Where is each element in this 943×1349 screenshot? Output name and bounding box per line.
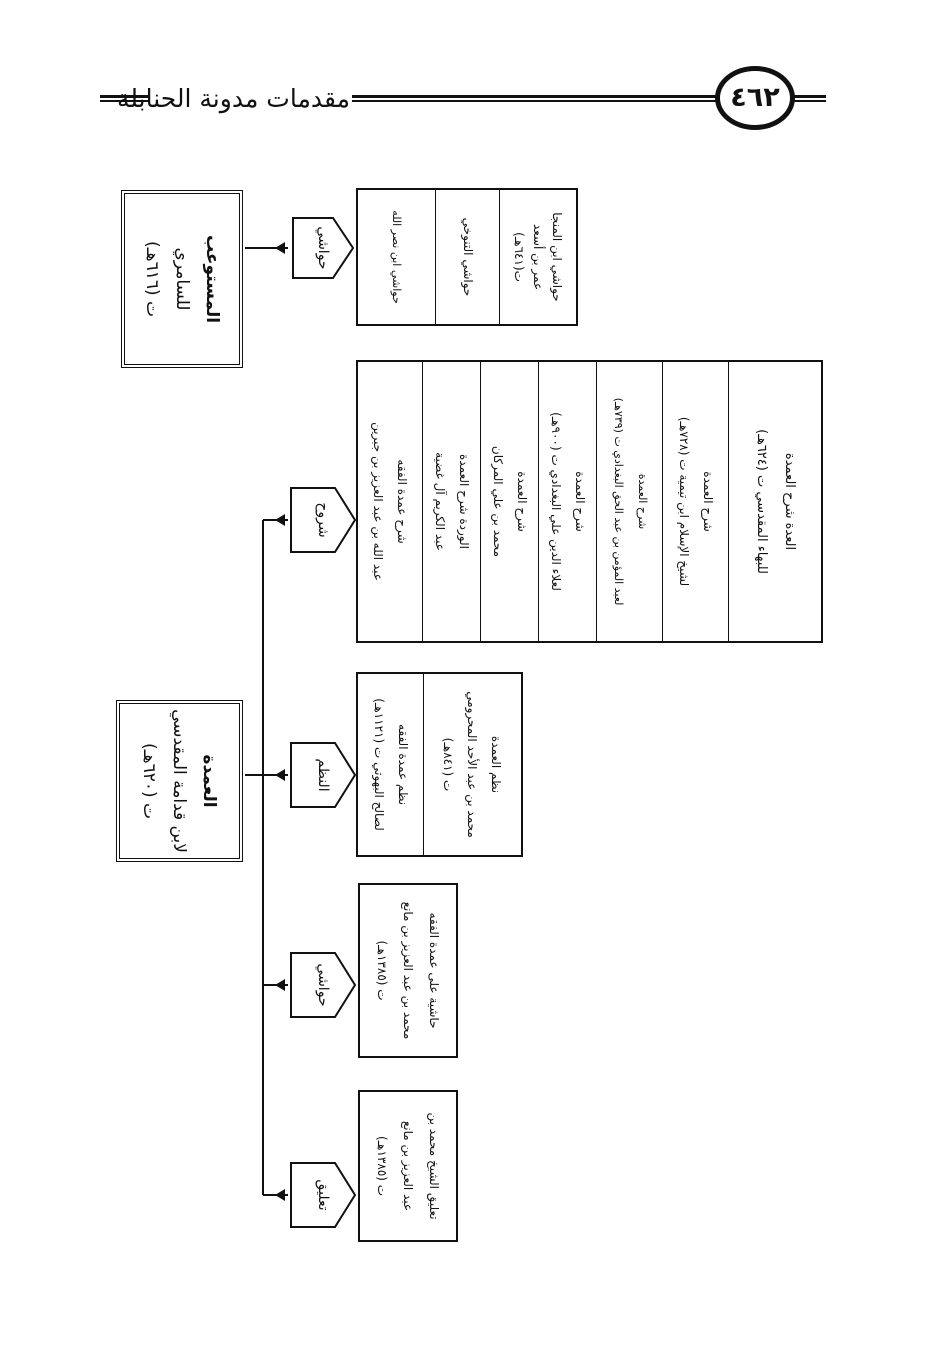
list-item: ت(٦٤١هـ) — [512, 232, 527, 282]
box-nazm: نظم العمدة محمد بن عبد الأحد المحرومي ت … — [356, 672, 523, 857]
list-item: حواشي ابن المنجا — [550, 212, 565, 302]
box-hawashi: حاشية على عمدة الفقه محمد بن عبد العزيز … — [358, 883, 458, 1058]
box-taliq: تعليق الشيخ محمد بن عبد العزيز بن مانع ت… — [358, 1090, 458, 1242]
list-item: تعليق الشيخ محمد بن — [427, 1112, 441, 1220]
arrow-label-taliq: تعليق — [315, 1179, 331, 1211]
list-item: لعلاء الدين علي البغدادي ت (٩٠٠هـ) — [549, 412, 563, 591]
list-item: شرح العمدة — [636, 473, 649, 530]
list-item: حاشية على عمدة الفقه — [427, 912, 441, 1029]
list-item: العدة شرح العمدة — [782, 452, 797, 551]
list-item: للبهاء المقدسي ت (٦٢٤هـ) — [754, 429, 769, 574]
list-item: لعبد المؤمن بن عبد الحق البغدادي ت (٧٣٩ه… — [612, 397, 625, 606]
list-item: ت (١٣٨٥هـ) — [375, 940, 389, 1001]
root-author: للسامري — [172, 247, 192, 311]
chevron-hawashi-top-icon — [292, 217, 355, 279]
list-item: عبد العزيز بن مانع — [401, 1120, 415, 1212]
list-item: شرح العمدة — [573, 471, 587, 532]
list-item: محمد بن عبد الأحد المحرومي — [465, 691, 480, 838]
arrow-label-hawashi: حواشي — [315, 963, 331, 1007]
list-item: عبد الكريم آل غضية — [433, 452, 447, 551]
root-date: ت (٦٢٠هـ) — [139, 742, 160, 820]
header-rule-middle — [352, 100, 718, 102]
root-author: لابن قدامة المقدسي — [169, 709, 190, 853]
root-title: العمدة — [199, 754, 220, 808]
list-item: محمد بن علي المركان — [491, 445, 505, 558]
list-item: عمر بن أسعد — [531, 223, 546, 291]
list-item: شرح العمدة — [701, 471, 715, 532]
list-item: ت (٨٤١هـ) — [441, 737, 456, 792]
root-date: ت (٦١٦هـ) — [142, 240, 162, 318]
chevron-taliq-icon — [290, 1162, 357, 1228]
root-title: المستوعب — [202, 234, 222, 324]
list-item: عبد الله بن عبد العزيز بن جبرين — [371, 422, 386, 581]
arrow-label-nazm: النظم — [315, 758, 331, 792]
arrow-label-hawashi-top: حواشي — [315, 226, 331, 270]
arrow-label-shuruh: شروح — [315, 502, 331, 538]
header-rule-left — [100, 100, 148, 102]
list-item: محمد بن عبد العزيز بن مانع — [401, 901, 415, 1040]
list-item: حواشي التنوخي — [461, 217, 476, 297]
list-item: شرح العمدة — [515, 471, 529, 532]
box-hawashi-top: حواشي ابن المنجا عمر بن أسعد ت(٦٤١هـ) حو… — [356, 188, 578, 326]
running-header-title: مقدمات مدونة الحنابلة — [117, 82, 350, 116]
list-item: لصالح البهوتي ت (١١٢١هـ) — [372, 698, 386, 831]
chevron-hawashi-icon — [290, 952, 357, 1018]
list-item: حواشي ابن نصر الله — [390, 210, 404, 304]
header-rule-middle — [352, 95, 718, 98]
header-rule-left — [100, 95, 148, 98]
list-item: ت (١٣٨٥هـ) — [375, 1135, 389, 1197]
header-rule-right — [790, 100, 826, 102]
list-item: نظم العمدة — [489, 735, 504, 794]
header-rule-right — [790, 95, 826, 98]
page-number: ٤٦٢ — [715, 66, 795, 130]
root-box-umda: العمدة لابن قدامة المقدسي ت (٦٢٠هـ) — [116, 700, 243, 862]
list-item: شرح عمدة الفقه — [395, 459, 410, 544]
list-item: الوردة شرح العمدة — [457, 454, 471, 549]
list-item: نظم عمدة الفقه — [396, 723, 410, 806]
root-box-mustawab: المستوعب للسامري ت (٦١٦هـ) — [121, 190, 243, 368]
list-item: لشيخ الإسلام ابن تيمية ت (٧٢٨هـ) — [677, 416, 691, 587]
box-shuruh: العدة شرح العمدة للبهاء المقدسي ت (٦٢٤هـ… — [356, 360, 823, 643]
chevron-shuruh-icon — [290, 487, 357, 553]
chevron-nazm-icon — [290, 742, 357, 808]
